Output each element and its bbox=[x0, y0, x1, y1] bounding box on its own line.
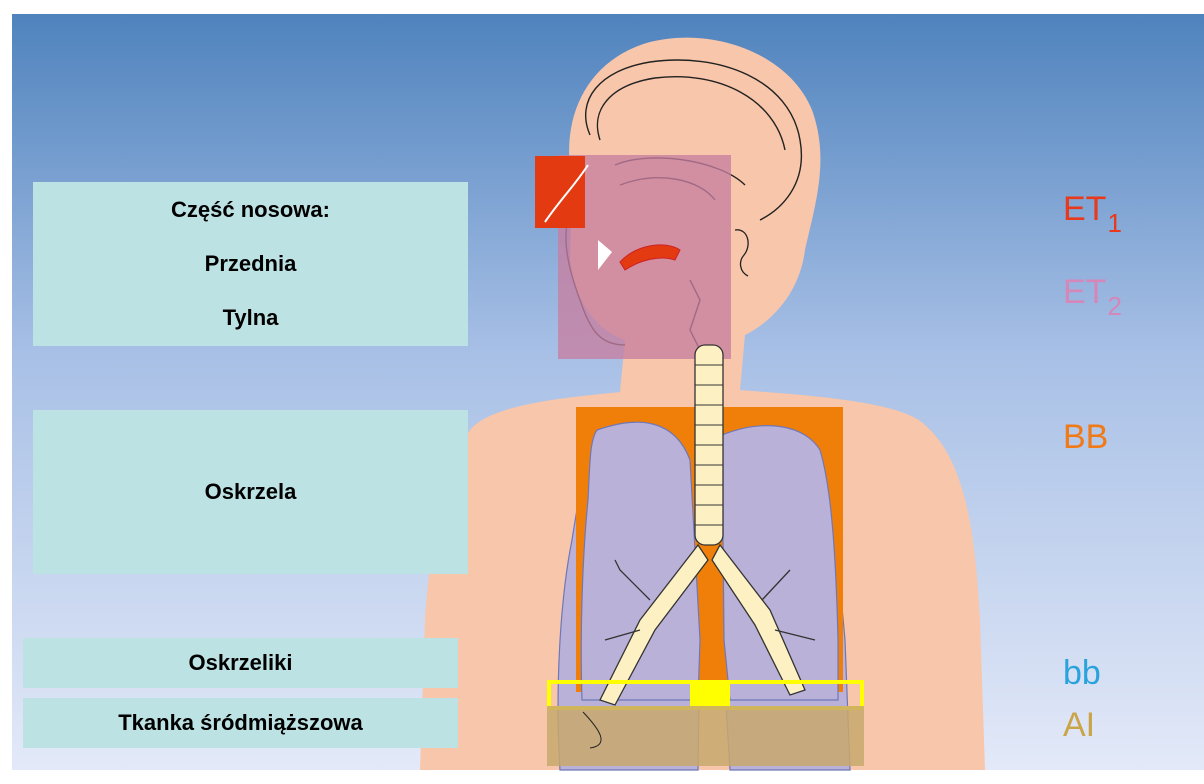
bronchioles-label: Oskrzeliki bbox=[189, 649, 293, 677]
region-label-bb-small: bb bbox=[1063, 656, 1101, 690]
interstitial-panel: Tkanka śródmiąższowa bbox=[23, 698, 458, 748]
nasal-panel: Część nosowa: Przednia Tylna bbox=[33, 182, 468, 346]
bronchioles-panel: Oskrzeliki bbox=[23, 638, 458, 688]
bronchi-label: Oskrzela bbox=[205, 478, 297, 506]
region-label-ai: AI bbox=[1063, 708, 1095, 742]
bronchi-panel: Oskrzela bbox=[33, 410, 468, 574]
interstitial-label: Tkanka śródmiąższowa bbox=[118, 709, 363, 737]
region-label-bb: BB bbox=[1063, 420, 1108, 454]
nasal-posterior: Tylna bbox=[223, 304, 279, 332]
nasal-title: Część nosowa: bbox=[171, 196, 330, 224]
nasal-anterior: Przednia bbox=[205, 250, 297, 278]
region-box-ai bbox=[547, 706, 864, 766]
region-label-et1: ET1 bbox=[1063, 192, 1122, 226]
region-box-et1 bbox=[535, 156, 585, 228]
region-label-et2: ET2 bbox=[1063, 275, 1122, 309]
